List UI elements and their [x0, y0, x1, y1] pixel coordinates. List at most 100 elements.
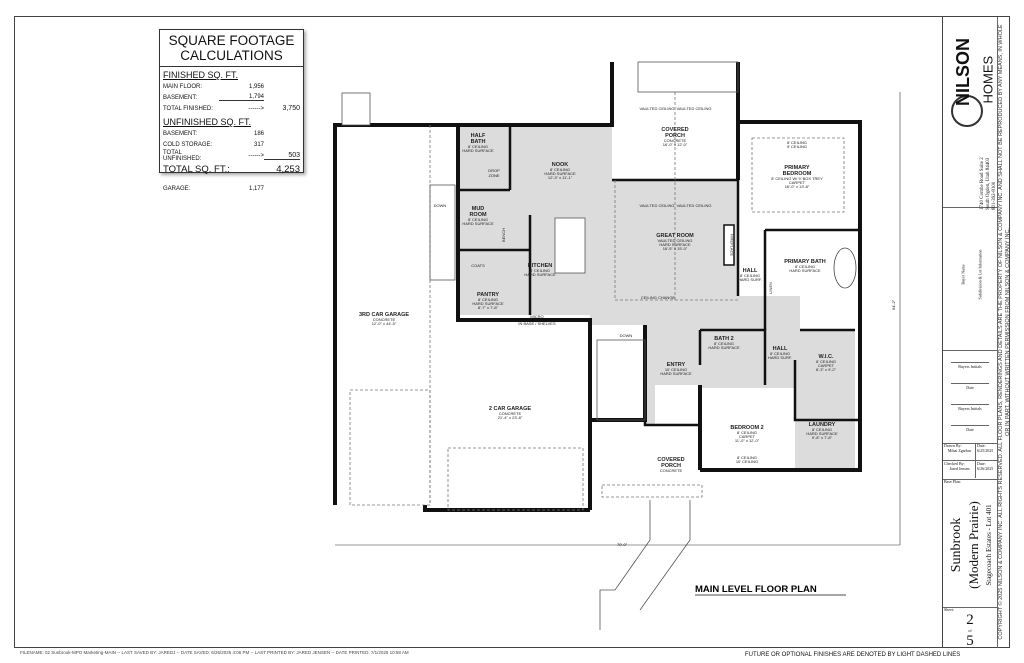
svg-text:HARD SURFACE: HARD SURFACE [544, 171, 576, 176]
svg-text:GREAT ROOM: GREAT ROOM [656, 233, 694, 239]
svg-text:10' CEILING: 10' CEILING [736, 459, 758, 464]
svg-text:8' CEILING: 8' CEILING [468, 217, 488, 222]
value: 503 [264, 152, 300, 160]
svg-text:MUD: MUD [472, 206, 485, 212]
svg-text:PORCH: PORCH [665, 133, 685, 139]
svg-text:BEDROOM: BEDROOM [783, 171, 812, 177]
svg-text:VAULTED CEILING: VAULTED CEILING [658, 238, 693, 243]
plan-name: Sunbrook [949, 517, 964, 573]
signoff-section: Buyers Initials Date Buyers Initials Dat… [943, 350, 997, 444]
brand-name: NILSON [953, 37, 973, 106]
svg-text:8' CEILING: 8' CEILING [812, 427, 832, 432]
unfinished-heading: UNFINISHED SQ. FT. [163, 117, 252, 127]
down-label: DOWN [620, 333, 633, 338]
fireplace-label: FIREPLACE [730, 234, 735, 257]
svg-text:DROP: DROP [488, 168, 500, 173]
total-unfinished-row: TOTAL UNFINISHED:------>503 [163, 149, 300, 162]
main-floor-row: MAIN FLOOR:1,956 [163, 81, 300, 92]
vaulted-label: VAULTED CEILING [640, 106, 675, 111]
shelves-label: IN BASE / SHELVES [518, 321, 556, 326]
label: BASEMENT: [163, 130, 198, 137]
dimension-lines [335, 92, 901, 546]
total-finished-row: TOTAL FINISHED:------>3,750 [163, 103, 300, 114]
svg-text:8' CEILING: 8' CEILING [787, 140, 807, 145]
value: 317 [253, 141, 264, 148]
sheet-number: 2 [966, 612, 974, 628]
rear-porch-area [614, 92, 736, 180]
svg-text:ROOM: ROOM [469, 212, 487, 218]
date-1[interactable]: Date [951, 383, 989, 390]
checked-by-label: Checked By: [944, 461, 965, 466]
micro-label: MICRO [530, 314, 543, 319]
buyers-initials-1[interactable]: Buyers Initials [951, 362, 989, 369]
interior-walls [456, 125, 860, 427]
svg-text:HARD SURFACE: HARD SURFACE [524, 272, 556, 277]
value: 186 [253, 130, 264, 137]
logo-section: NILSON HOMES 1740 Combe Road Suite 2 Sou… [943, 17, 997, 210]
sqft-title-line1: SQUARE FOOTAGE [168, 33, 295, 48]
svg-text:8'-3" x 9'-2": 8'-3" x 9'-2" [816, 367, 837, 372]
svg-text:HALF: HALF [471, 133, 486, 139]
checked-date-label: Date: [977, 461, 986, 466]
svg-text:W.I.C.: W.I.C. [819, 354, 834, 360]
svg-text:ENTRY: ENTRY [667, 362, 686, 368]
svg-text:BATH 2: BATH 2 [714, 336, 733, 342]
sheet-total: 5 [966, 633, 974, 649]
svg-text:8' CEILING: 8' CEILING [714, 341, 734, 346]
svg-text:8' CEILING: 8' CEILING [550, 167, 570, 172]
sqft-title-line2: CALCULATIONS [180, 48, 283, 63]
svg-text:2 CAR GARAGE: 2 CAR GARAGE [489, 406, 532, 412]
plan-style: (Modern Prairie) [966, 501, 981, 589]
svg-text:8' CEILING: 8' CEILING [740, 273, 760, 278]
svg-text:8' CEILING: 8' CEILING [737, 455, 757, 460]
svg-text:11'-0" x 12'-0": 11'-0" x 12'-0" [735, 438, 760, 443]
svg-text:8' CEILING: 8' CEILING [737, 430, 757, 435]
drawn-date-label: Date: [977, 443, 986, 448]
copyright-text: COPYRIGHT © 2025 NILSON & COMPANY INC. A… [998, 24, 1011, 640]
svg-text:8' CEILING: 8' CEILING [478, 297, 498, 302]
buyers-initials-2[interactable]: Buyers Initials [951, 404, 989, 411]
checked-date: 6/26/2025 [977, 466, 994, 471]
svg-text:HALL: HALL [773, 346, 788, 352]
svg-text:PRIMARY: PRIMARY [784, 165, 809, 171]
svg-text:HARD SURFACE: HARD SURFACE [659, 242, 691, 247]
vaulted-label: VAULTED CEILING [640, 203, 675, 208]
svg-text:HARD SURF.: HARD SURF. [768, 355, 792, 360]
label: TOTAL SQ. FT.: [163, 164, 230, 175]
unf-basement-row: BASEMENT: 186 [163, 128, 300, 139]
linen-label: LINEN [768, 282, 773, 294]
svg-text:BATH: BATH [471, 139, 486, 145]
svg-text:12'-3" x 11'-1": 12'-3" x 11'-1" [548, 175, 573, 180]
svg-text:HARD SURFACE: HARD SURFACE [660, 371, 692, 376]
dashed-lines [349, 92, 845, 511]
value: 1,956 [248, 83, 264, 90]
svg-text:8' CEILING: 8' CEILING [816, 359, 836, 364]
svg-text:8' CEILING: 8' CEILING [770, 351, 790, 356]
sheet-of: of [968, 628, 972, 633]
label: TOTAL UNFINISHED: [163, 149, 202, 162]
file-info: FILENAME: 02 Sunbrook-MPO Marketing-MAIN… [20, 650, 409, 655]
fireplace-box [723, 224, 735, 266]
svg-text:16'-5" x 15'-0": 16'-5" x 15'-0" [663, 246, 688, 251]
down-label: DOWN [434, 203, 447, 208]
date-2[interactable]: Date [951, 425, 989, 432]
value: 4,253 [276, 164, 300, 175]
svg-text:8' CEILING: 8' CEILING [530, 268, 550, 273]
sqft-title: SQUARE FOOTAGE CALCULATIONS [160, 30, 303, 67]
drawn-by-label: Drawn By: [944, 443, 962, 448]
svg-text:8' CEILING: 8' CEILING [795, 264, 815, 269]
svg-text:PRIMARY BATH: PRIMARY BATH [784, 259, 825, 265]
svg-text:8' CEILING W/ 9' BOX TREY: 8' CEILING W/ 9' BOX TREY [771, 176, 823, 181]
svg-text:8' CEILING: 8' CEILING [468, 144, 488, 149]
